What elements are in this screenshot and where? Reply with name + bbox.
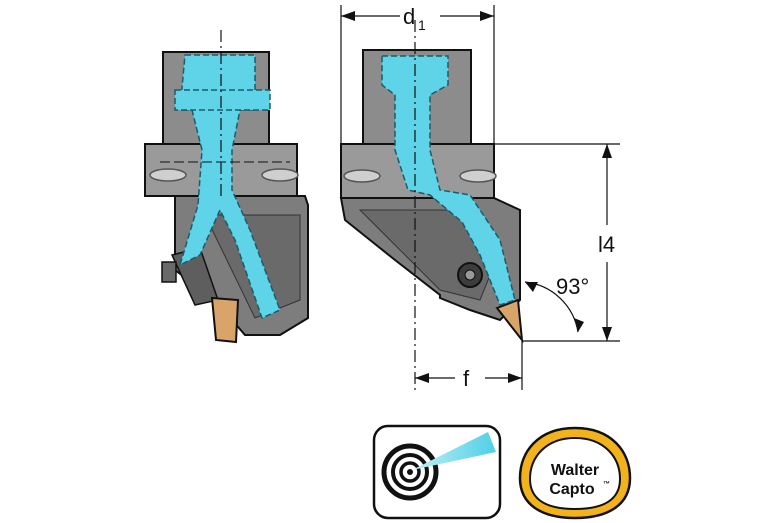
d1-label: d	[403, 4, 415, 29]
clamp-screw	[161, 261, 177, 283]
front-cutting-insert	[495, 298, 524, 344]
f-label: f	[463, 366, 470, 391]
dimension-d1: d 1	[340, 4, 495, 144]
walter-capto-badge-icon: Walter Capto ™	[518, 426, 632, 520]
tool-holder-side-view	[144, 30, 309, 344]
d1-subscript: 1	[418, 17, 426, 33]
badge-line1: Walter	[551, 462, 599, 479]
dimension-angle: 93°	[524, 274, 589, 333]
badge-tm: ™	[603, 481, 610, 488]
internal-coolant-icon	[372, 424, 502, 520]
angle-label: 93°	[556, 274, 589, 299]
badge-line2: Capto	[549, 481, 595, 498]
cutting-insert	[210, 296, 240, 344]
l4-label: l4	[598, 232, 615, 257]
dimension-f: f	[415, 341, 523, 391]
dimension-l4: l4	[494, 143, 620, 342]
tool-holder-front-view	[339, 20, 524, 390]
